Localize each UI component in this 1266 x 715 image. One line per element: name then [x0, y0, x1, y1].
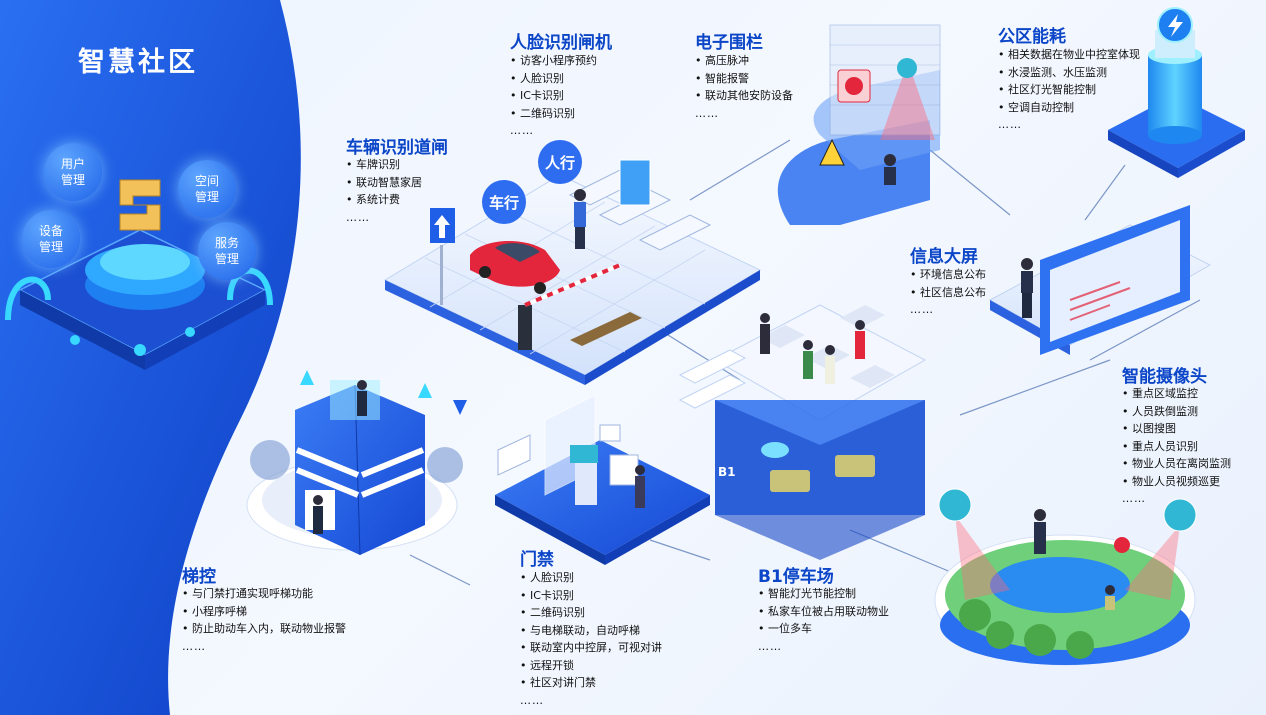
section-list-face-gate: 访客小程序预约 人脸识别 IC卡识别 二维码识别 …… [510, 52, 597, 140]
list-item: 系统计费 [346, 191, 422, 209]
list-item: 二维码识别 [520, 604, 662, 622]
list-item: 访客小程序预约 [510, 52, 597, 70]
list-item: 社区信息公布 [910, 284, 986, 302]
list-more: …… [510, 124, 534, 137]
list-item: 一位多车 [758, 620, 889, 638]
section-title-elevator: 梯控 [182, 567, 216, 587]
list-more: …… [1122, 492, 1146, 505]
list-item: 联动智慧家居 [346, 174, 422, 192]
section-title-parking: B1停车场 [758, 567, 834, 587]
section-title-info-screen: 信息大屏 [910, 247, 978, 267]
camera-scene [934, 488, 1197, 666]
list-item: 重点区域监控 [1122, 385, 1231, 403]
list-item: 私家车位被占用联动物业 [758, 603, 889, 621]
list-item: 以图搜图 [1122, 420, 1231, 438]
list-item: 社区灯光智能控制 [998, 81, 1140, 99]
fence-scene [777, 24, 941, 225]
list-more: …… [346, 210, 370, 224]
section-list-info-screen: 环境信息公布 社区信息公布 …… [910, 266, 986, 319]
people [760, 313, 865, 384]
list-item: 物业人员在离岗监测 [1122, 455, 1231, 473]
orb-device-management: 设备管理 [22, 210, 80, 268]
list-more: …… [520, 693, 544, 707]
list-item: 高压脉冲 [695, 52, 793, 70]
list-item: 防止助动车入内，联动物业报警 [182, 620, 346, 638]
vehicle-lane-label: 车行 [482, 180, 526, 224]
section-title-door-access: 门禁 [520, 550, 554, 570]
section-list-energy: 相关数据在物业中控室体现 水浸监测、水压监测 社区灯光智能控制 空调自动控制 …… [998, 46, 1140, 134]
section-list-vehicle-gate: 车牌识别 联动智慧家居 系统计费 …… [346, 156, 422, 226]
section-list-camera: 重点区域监控 人员跌倒监测 以图搜图 重点人员识别 物业人员在离岗监测 物业人员… [1122, 385, 1231, 508]
orb-user-management: 用户管理 [44, 143, 102, 201]
list-item: 与电梯联动，自动呼梯 [520, 622, 662, 640]
list-item: 人员跌倒监测 [1122, 403, 1231, 421]
parking-scene [678, 304, 927, 560]
list-item: 小程序呼梯 [182, 603, 346, 621]
list-more: …… [998, 118, 1022, 131]
list-item: 重点人员识别 [1122, 438, 1231, 456]
list-item: 水浸监测、水压监测 [998, 64, 1140, 82]
list-more: …… [695, 106, 719, 120]
list-item: IC卡识别 [510, 87, 597, 105]
list-item: 环境信息公布 [910, 266, 986, 284]
list-item: 相关数据在物业中控室体现 [998, 46, 1140, 64]
energy-scene [1108, 7, 1245, 178]
orb-space-management: 空间管理 [178, 160, 236, 218]
list-more: …… [910, 303, 934, 316]
list-item: 远程开锁 [520, 657, 662, 675]
door-scene [495, 394, 710, 565]
list-item: 物业人员视频巡更 [1122, 473, 1231, 491]
list-item: 联动其他安防设备 [695, 87, 793, 105]
gate-scene [383, 159, 762, 385]
list-item: IC卡识别 [520, 587, 662, 605]
list-item: 智能灯光节能控制 [758, 585, 889, 603]
list-item: 智能报警 [695, 70, 793, 88]
section-title-camera: 智能摄像头 [1122, 367, 1207, 387]
list-item: 人脸识别 [520, 569, 662, 587]
section-title-vehicle-gate: 车辆识别道闸 [346, 138, 448, 158]
list-item: 与门禁打通实现呼梯功能 [182, 585, 346, 603]
list-item: 人脸识别 [510, 70, 597, 88]
list-item: 联动室内中控屏，可视对讲 [520, 639, 662, 657]
elevator-scene [246, 370, 467, 556]
orb-service-management: 服务管理 [198, 222, 256, 280]
screen-scene [988, 205, 1212, 355]
list-more: …… [182, 639, 206, 653]
section-list-door-access: 人脸识别 IC卡识别 二维码识别 与电梯联动，自动呼梯 联动室内中控屏，可视对讲… [520, 569, 662, 709]
list-item: 空调自动控制 [998, 99, 1140, 117]
section-title-face-gate: 人脸识别闸机 [510, 33, 612, 53]
list-item: 二维码识别 [510, 105, 597, 123]
b1-floor-tag: B1 [718, 465, 736, 479]
list-item: 车牌识别 [346, 156, 422, 174]
section-title-energy: 公区能耗 [998, 27, 1066, 47]
pedestrian-lane-label: 人行 [538, 140, 582, 184]
page-title: 智慧社区 [78, 47, 198, 78]
section-list-fence: 高压脉冲 智能报警 联动其他安防设备 …… [695, 52, 793, 122]
list-item: 社区对讲门禁 [520, 674, 662, 692]
section-list-elevator: 与门禁打通实现呼梯功能 小程序呼梯 防止助动车入内，联动物业报警 …… [182, 585, 346, 655]
list-more: …… [758, 639, 782, 653]
section-list-parking: 智能灯光节能控制 私家车位被占用联动物业 一位多车 …… [758, 585, 889, 655]
section-title-fence: 电子围栏 [695, 33, 763, 53]
